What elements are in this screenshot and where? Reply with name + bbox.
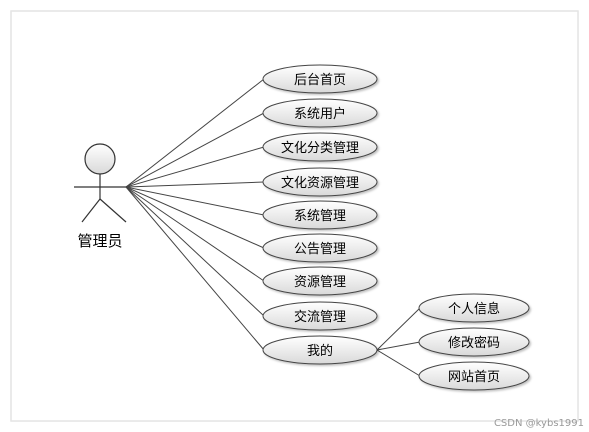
use-case-1-label: 后台首页: [294, 73, 346, 88]
sub-use-case-2-ellipse: [418, 327, 530, 357]
sub-use-case-3: 网站首页: [418, 361, 530, 391]
use-case-9-ellipse: [262, 335, 378, 365]
sub-use-case-1-label: 个人信息: [448, 301, 500, 317]
use-case-8-label: 交流管理: [294, 309, 346, 325]
use-case-5-ellipse: [262, 200, 378, 230]
association-lines: [125, 78, 421, 377]
use-case-7: 资源管理: [262, 266, 378, 296]
actor-left-leg: [81, 198, 101, 223]
use-case-8: 交流管理: [262, 301, 378, 331]
use-case-6: 公告管理: [262, 233, 378, 263]
use-case-5-label: 系统管理: [294, 209, 346, 224]
use-case-3-ellipse: [262, 132, 378, 162]
use-case-6-ellipse: [262, 233, 378, 263]
association-line-2: [125, 112, 265, 188]
actor-figure: [74, 143, 127, 223]
sub-association-line-1: [376, 307, 421, 351]
use-case-2-ellipse: [262, 98, 378, 128]
actor-head: [84, 143, 116, 175]
use-case-7-label: 资源管理: [294, 275, 346, 290]
sub-association-line-2: [376, 341, 421, 351]
association-line-3: [125, 146, 265, 188]
use-case-1: 后台首页: [262, 64, 378, 94]
sub-use-case-3-label: 网站首页: [448, 370, 500, 385]
actor-right-leg: [99, 198, 127, 223]
use-case-4: 文化资源管理: [262, 167, 378, 197]
use-case-3-label: 文化分类管理: [281, 141, 359, 156]
sub-use-case-2: 修改密码: [418, 327, 530, 357]
association-line-4: [125, 181, 265, 188]
watermark: CSDN @kybs1991: [494, 418, 584, 429]
use-case-5: 系统管理: [262, 200, 378, 230]
association-line-6: [125, 186, 265, 249]
use-case-7-ellipse: [262, 266, 378, 296]
use-case-3: 文化分类管理: [262, 132, 378, 162]
association-line-1: [125, 78, 265, 188]
association-line-8: [125, 186, 265, 317]
sub-use-case-1-ellipse: [418, 293, 530, 323]
use-case-8-ellipse: [262, 301, 378, 331]
association-line-5: [125, 186, 265, 216]
use-case-9-label: 我的: [307, 343, 333, 359]
sub-use-case-2-label: 修改密码: [448, 335, 500, 351]
use-case-2-label: 系统用户: [294, 106, 346, 122]
actor-label: 管理员: [77, 232, 122, 250]
sub-association-line-3: [376, 349, 421, 377]
use-case-2: 系统用户: [262, 98, 378, 128]
use-case-4-ellipse: [262, 167, 378, 197]
association-line-7: [125, 186, 265, 282]
sub-use-case-3-ellipse: [418, 361, 530, 391]
association-line-9: [125, 186, 265, 351]
use-case-4-label: 文化资源管理: [281, 176, 359, 191]
use-case-1-ellipse: [262, 64, 378, 94]
use-case-9: 我的: [262, 335, 378, 365]
use-case-6-label: 公告管理: [294, 242, 346, 257]
sub-use-case-1: 个人信息: [418, 293, 530, 323]
